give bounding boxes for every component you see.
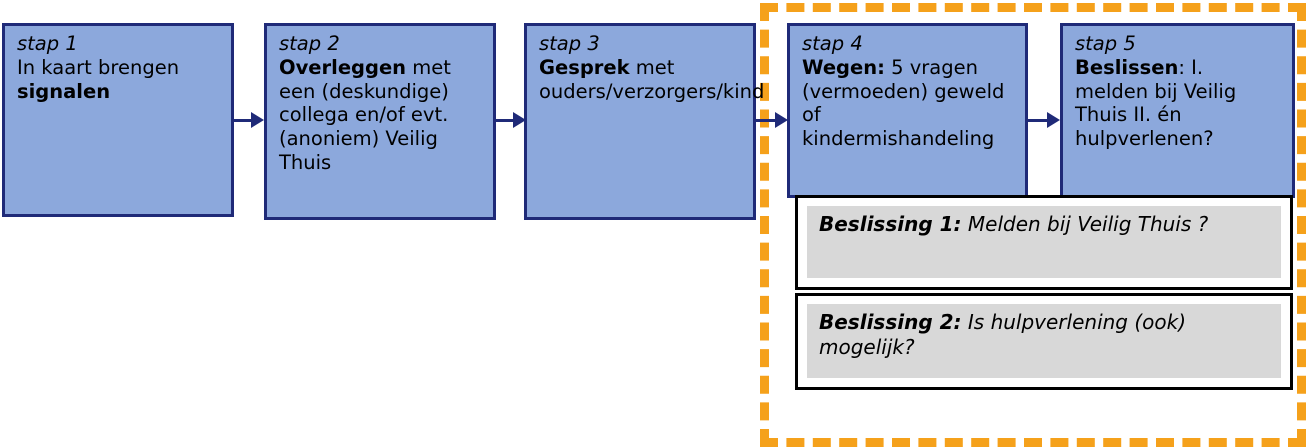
decision-text-beslissing-2: Beslissing 2: Is hulpverlening (ook) mog… (807, 304, 1281, 378)
arrow-stap-1-to-stap-2 (234, 112, 264, 128)
step-label-stap-1: stap 1 (17, 32, 78, 55)
step-box-stap-2[interactable]: stap 2 Overleggen met een (deskundige) c… (264, 23, 496, 220)
step-box-stap-3[interactable]: stap 3 Gesprek met ouders/verzorgers/kin… (524, 23, 765, 220)
arrow-shaft (496, 118, 513, 122)
arrow-head-icon (513, 112, 526, 128)
decision-question-beslissing-1: Melden bij Veilig Thuis ? (961, 212, 1209, 236)
arrow-head-icon (1047, 112, 1060, 128)
step-box-stap-1[interactable]: stap 1 In kaart brengen signalen (2, 23, 234, 217)
decision-box-beslissing-1[interactable]: Beslissing 1: Melden bij Veilig Thuis ? (795, 195, 1293, 290)
arrow-stap-2-to-stap-3 (496, 112, 526, 128)
step-label-stap-3: stap 3 (539, 32, 600, 55)
step-body-stap-1: In kaart brengen signalen (17, 55, 180, 103)
highlight-region-dashed (760, 3, 1306, 447)
step-label-stap-2: stap 2 (279, 32, 340, 55)
arrow-head-icon (775, 112, 788, 128)
step-label-stap-5: stap 5 (1075, 32, 1136, 55)
arrow-head-icon (251, 112, 264, 128)
step-body-stap-4: Wegen: 5 vragen (vermoeden) geweld of ki… (802, 55, 1005, 151)
step-box-stap-4[interactable]: stap 4 Wegen: 5 vragen (vermoeden) gewel… (787, 23, 1028, 198)
decision-text-beslissing-1: Beslissing 1: Melden bij Veilig Thuis ? (807, 206, 1281, 278)
decision-question-beslissing-2: Is hulpverlening (ook) mogelijk? (819, 310, 1187, 359)
step-body-stap-5: Beslissen: I. melden bij Veilig Thuis II… (1075, 55, 1237, 151)
step-body-stap-2: Overleggen met een (deskundige) collega … (279, 55, 451, 174)
arrow-shaft (756, 118, 775, 122)
step-box-stap-5[interactable]: stap 5 Beslissen: I. melden bij Veilig T… (1060, 23, 1295, 198)
arrow-stap-3-to-stap-4 (756, 112, 788, 128)
step-body-stap-3: Gesprek met ouders/verzorgers/kind (539, 55, 765, 103)
decision-lead-beslissing-2: Beslissing 2: (819, 310, 962, 334)
decision-box-beslissing-2[interactable]: Beslissing 2: Is hulpverlening (ook) mog… (795, 293, 1293, 390)
arrow-shaft (1028, 118, 1047, 122)
decision-lead-beslissing-1: Beslissing 1: (819, 212, 962, 236)
step-label-stap-4: stap 4 (802, 32, 863, 55)
arrow-stap-4-to-stap-5 (1028, 112, 1060, 128)
arrow-shaft (234, 118, 251, 122)
